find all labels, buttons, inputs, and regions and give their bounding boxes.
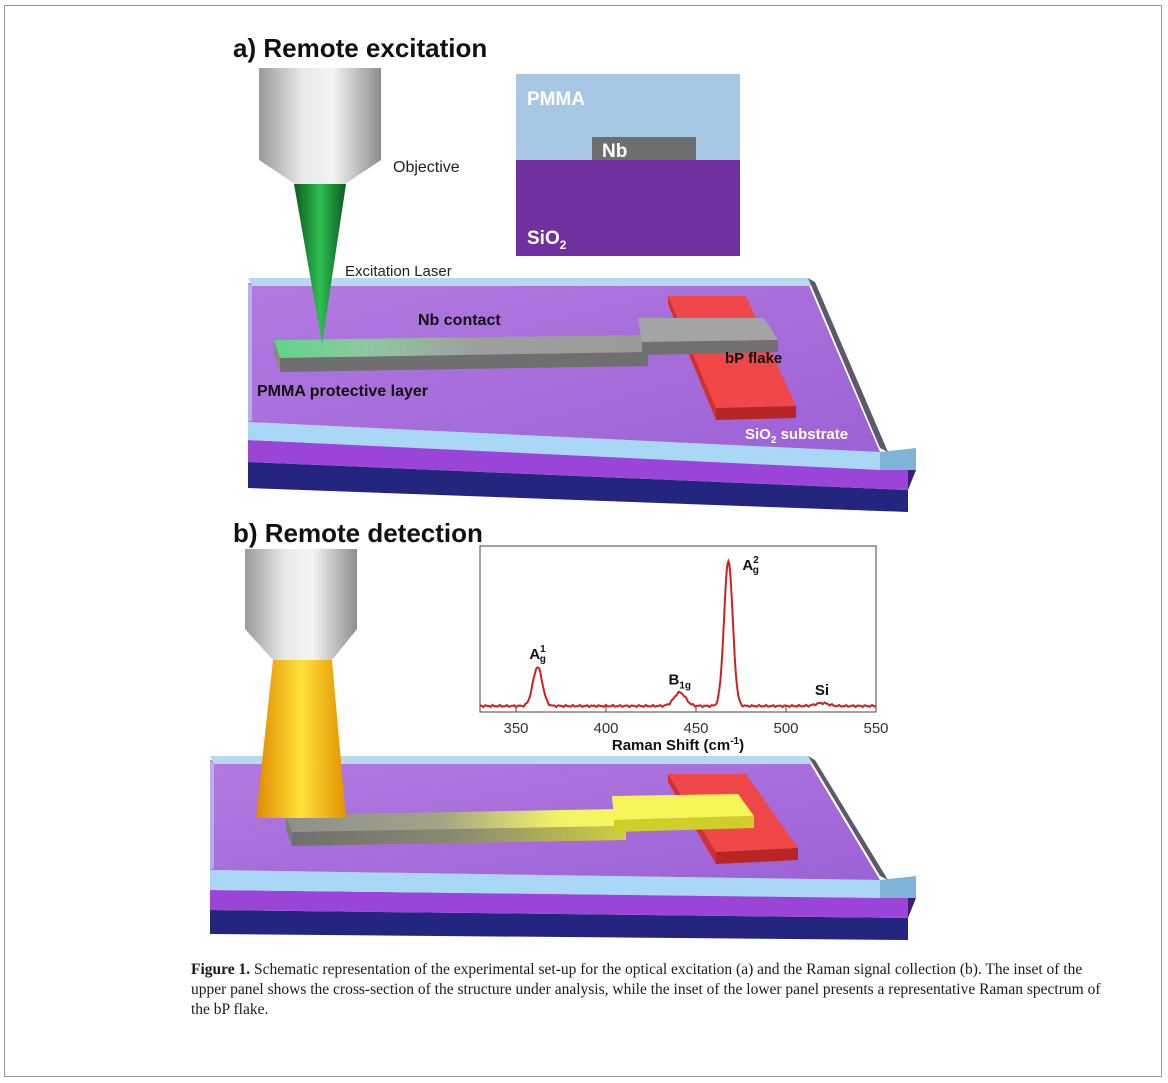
panel-a-title: a) Remote excitation: [233, 33, 487, 63]
objective-b: [245, 549, 357, 660]
nb-contact-a: [274, 318, 778, 372]
objective-label: Objective: [393, 159, 460, 176]
chart-xlabel: Raman Shift (cm-1): [612, 736, 744, 754]
caption-label: Figure 1.: [191, 961, 251, 978]
figure-frame: [4, 5, 1162, 1077]
raman-spectrum-line: [479, 557, 876, 709]
caption-text: Schematic representation of the experime…: [191, 961, 1101, 1018]
objective-a: [259, 68, 381, 184]
x-tick-label: 400: [593, 720, 618, 737]
x-tick-label: 350: [503, 720, 528, 737]
nb-contact-label: Nb contact: [418, 312, 501, 329]
bp-flake-label: bP flake: [725, 350, 782, 367]
pmma-layer-label: PMMA protective layer: [257, 383, 428, 400]
raman-signal-beam: [256, 660, 346, 818]
peak-label: Si: [815, 682, 829, 699]
nb-contact-b: [286, 794, 754, 846]
inset-nb-layer: [592, 137, 696, 160]
inset-sio2-layer: [516, 160, 740, 256]
sio2-substrate-label: SiO2 substrate: [745, 426, 848, 446]
figure-illustration: a) Remote excitation PMMA Nb SiO2: [210, 33, 916, 940]
inset-nb-label: Nb: [602, 141, 627, 162]
chart-plot-area: [479, 545, 877, 713]
inset-sio2-label: SiO2: [527, 228, 567, 252]
x-tick-label: 500: [773, 720, 798, 737]
inset-pmma-label: PMMA: [527, 89, 585, 110]
x-tick-label: 450: [683, 720, 708, 737]
figure-caption: Figure 1. Schematic representation of th…: [191, 960, 1121, 1020]
excitation-laser-beam: [294, 184, 346, 344]
peak-label: B1g: [669, 672, 692, 692]
excitation-laser-label: Excitation Laser: [345, 263, 452, 280]
panel-b-title: b) Remote detection: [233, 518, 483, 548]
cross-section-inset: PMMA Nb SiO2: [516, 74, 740, 256]
x-tick-label: 550: [863, 720, 888, 737]
